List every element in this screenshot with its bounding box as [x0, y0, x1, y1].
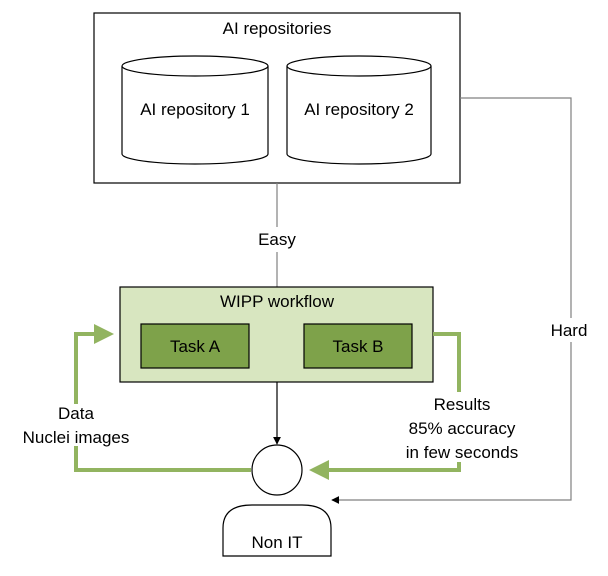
- user-icon: Non IT: [222, 444, 332, 557]
- ai-repository-2-cylinder: AI repository 2: [286, 55, 432, 165]
- user-label: Non IT: [251, 533, 302, 552]
- hard-connector-line-bottom: [331, 342, 572, 504]
- user-head: [251, 444, 303, 496]
- data-label-line-1: Data: [58, 404, 94, 423]
- data-label-line-2: Nuclei images: [23, 428, 130, 447]
- hard-edge-label: Hard: [551, 321, 588, 340]
- task-a-box: [140, 323, 250, 369]
- ai-repository-1-cylinder: AI repository 1: [121, 55, 269, 165]
- results-label-line-1: Results: [434, 395, 491, 414]
- results-output-arrow-top: [433, 332, 461, 392]
- hard-connector-line-top: [460, 97, 572, 318]
- data-input-arrow-top: [74, 324, 114, 404]
- task-b-box: [303, 323, 413, 369]
- results-output-arrow-bottom: [309, 460, 461, 480]
- task-a-label: Task A: [170, 337, 221, 356]
- data-input-arrow-bottom: [74, 446, 251, 472]
- wipp-workflow-title: WIPP workflow: [220, 292, 335, 311]
- ai-repositories-title: AI repositories: [223, 19, 332, 38]
- task-b-label: Task B: [332, 337, 383, 356]
- ai-repository-2-label: AI repository 2: [304, 100, 414, 119]
- ai-repository-1-label: AI repository 1: [140, 100, 250, 119]
- easy-edge-label: Easy: [258, 230, 296, 249]
- results-label-line-2: 85% accuracy: [409, 419, 516, 438]
- results-label-line-3: in few seconds: [406, 443, 518, 462]
- user-body: [222, 504, 332, 557]
